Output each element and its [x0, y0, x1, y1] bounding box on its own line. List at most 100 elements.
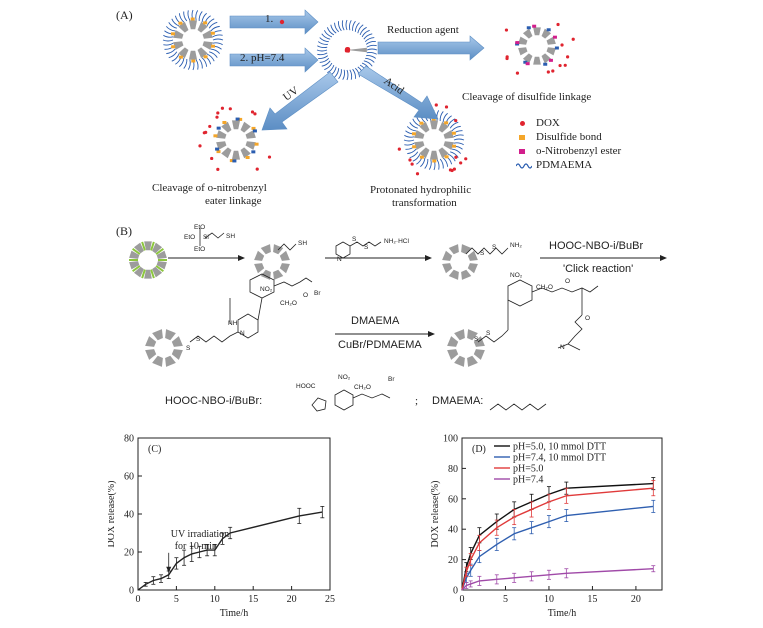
y-tick-label: 0 [453, 586, 458, 597]
def-hooc: HOOC-NBO-i/BuBr: [165, 395, 262, 407]
x-tick-label: 20 [287, 594, 297, 605]
x-axis-label: Time/h [220, 608, 249, 619]
step2-label: 2. pH=7.4 [240, 52, 284, 64]
chart-d: 05101520020406080100Time/hDOX release(%)… [418, 430, 678, 620]
x-tick-label: 20 [631, 594, 641, 605]
y-tick-label: 0 [129, 586, 134, 597]
legend-entry: pH=7.4, 10 mmol DTT [513, 453, 606, 464]
mid-nh: NH [228, 320, 237, 327]
reagent-nh2hcl: NH₂·HCl [384, 238, 409, 245]
amine-s1: S [480, 250, 484, 257]
x-tick-label: 10 [544, 594, 554, 605]
mid-br: Br [314, 290, 321, 297]
caption-acid-2: transformation [392, 197, 457, 209]
x-tick-label: 10 [210, 594, 220, 605]
silane-eto-3: EtO [194, 246, 205, 253]
caption-nitro-1: Cleavage of o-nitrobenzyl [152, 182, 267, 194]
def-hooc-chem: HOOC [296, 383, 316, 390]
def-ch2o: CH₂O [354, 384, 371, 391]
particle-b5 [447, 329, 485, 367]
dmaema-label: DMAEMA [351, 315, 399, 327]
x-tick-label: 0 [136, 594, 141, 605]
particle-uv [198, 107, 271, 171]
prod-s1: S [474, 336, 478, 343]
prod-o2: O [585, 315, 590, 322]
caption-nitro-2: eater linkage [205, 195, 262, 207]
mid-o: O [303, 292, 308, 299]
x-tick-label: 15 [587, 594, 597, 605]
mid-no2: NO₂ [260, 286, 272, 293]
y-tick-label: 80 [448, 464, 458, 475]
particle-reduced [505, 23, 575, 75]
legend-pdmaema: PDMAEMA [516, 159, 676, 173]
prod-o: O [565, 278, 570, 285]
uv-annotation: UV irradiationfor 10 min [166, 529, 229, 573]
series-0 [138, 506, 324, 590]
series-3 [462, 566, 655, 590]
step1-label: 1. [265, 13, 273, 25]
prod-n: N [560, 344, 565, 351]
legend-disulfide: Disulfide bond [516, 131, 676, 145]
prod-ch2o: CH₂O [536, 284, 553, 291]
particle-initial [163, 10, 223, 70]
prod-s2: S [486, 330, 490, 337]
reduction-label: Reduction agent [387, 24, 459, 36]
series-line [138, 512, 322, 590]
annotation-line2: for 10 min [175, 541, 217, 552]
catalyst-label: CuBr/PDMAEMA [338, 339, 422, 351]
pyridyl-s1: S [352, 236, 356, 243]
prod-no2: NO₂ [510, 272, 522, 279]
pyridyl-s2: S [364, 244, 368, 251]
x-tick-label: 5 [174, 594, 179, 605]
y-tick-label: 60 [124, 472, 134, 483]
def-semicolon: ; [415, 395, 418, 407]
y-tick-label: 40 [448, 525, 458, 536]
panel-label: (D) [472, 444, 486, 455]
legend-d: pH=5.0, 10 mmol DTTpH=7.4, 10 mmol DTTpH… [494, 442, 606, 486]
particle-b2 [254, 244, 290, 280]
wave-icon [516, 162, 532, 170]
x-tick-label: 5 [503, 594, 508, 605]
pyridyl-n: N [337, 256, 342, 263]
thiol-sh: SH [298, 240, 307, 247]
mid-n: N [240, 330, 245, 337]
click-label: 'Click reaction' [563, 263, 633, 275]
x-axis-label: Time/h [548, 608, 577, 619]
y-tick-label: 20 [124, 548, 134, 559]
def-dmaema: DMAEMA: [432, 395, 483, 407]
x-tick-label: 25 [325, 594, 335, 605]
def-no2: NO₂ [338, 374, 350, 381]
silane-sh: SH [226, 233, 235, 240]
panel-label: (C) [148, 444, 161, 455]
legend-nitrobenzyl: o-Nitrobenzyl ester [516, 145, 676, 159]
def-br: Br [388, 376, 395, 383]
silane-eto-1: EtO [194, 224, 205, 231]
series-1 [462, 500, 655, 590]
nitrobenzyl-square [519, 149, 525, 154]
arrow-uv [262, 72, 338, 130]
legend-entry: pH=7.4 [513, 475, 543, 486]
dox-dot [520, 121, 525, 126]
y-tick-label: 100 [443, 434, 458, 445]
arrow-reduction [378, 36, 484, 60]
y-tick-label: 40 [124, 510, 134, 521]
annotation-line1: UV irradiation [171, 529, 229, 540]
disulfide-square [519, 135, 525, 140]
mid-ch2o: CH₂O [280, 300, 297, 307]
click-reagent: HOOC-NBO-i/BuBr [549, 240, 643, 252]
series-0 [462, 478, 655, 590]
silane-eto-2: EtO [184, 234, 195, 241]
caption-disulfide: Cleavage of disulfide linkage [462, 91, 591, 103]
legend-entry: pH=5.0 [513, 464, 543, 475]
amine-nh2: NH₂ [510, 242, 522, 249]
mid-s1: S [186, 345, 190, 352]
y-axis-label: DOX release(%) [108, 481, 117, 548]
particle-b3 [442, 244, 478, 280]
y-tick-label: 80 [124, 434, 134, 445]
chart-c: 0 5 10 15 20 25 0 20 40 60 80Time/h DOX release(%) (… [108, 430, 348, 620]
legend-dox: DOX [516, 117, 676, 131]
x-tick-label: 15 [248, 594, 258, 605]
x-tick-label: 0 [460, 594, 465, 605]
mid-s2: S [196, 336, 200, 343]
series-line [462, 569, 653, 590]
